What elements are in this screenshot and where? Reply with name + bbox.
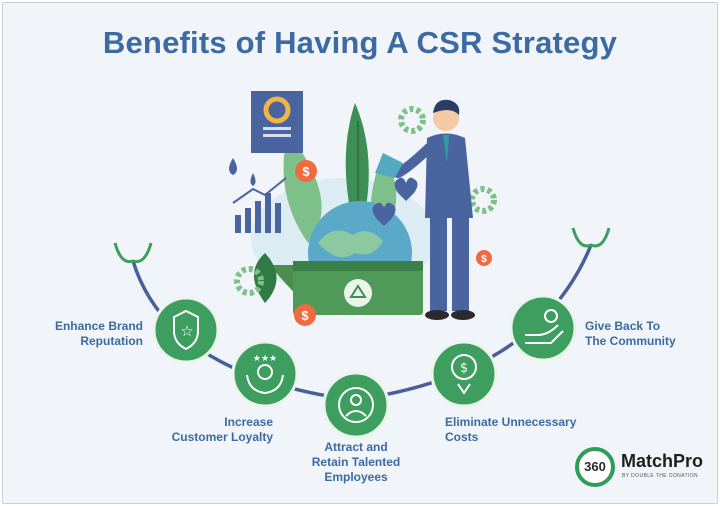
logo-tagline: BY DOUBLE THE DONATION bbox=[622, 473, 699, 479]
benefit-label-line: Give Back To bbox=[585, 319, 661, 333]
benefit-label-costs: Eliminate Unnecessary Costs bbox=[445, 415, 605, 445]
svg-text:$: $ bbox=[460, 361, 468, 376]
dollar-coin-down-icon bbox=[451, 354, 477, 380]
businessman-figure bbox=[375, 99, 475, 320]
hero-illustration: $ $ $ bbox=[229, 91, 497, 326]
hand-giving-icon bbox=[525, 324, 559, 336]
logo-badge: 360 bbox=[575, 447, 615, 487]
bar-chart-icon bbox=[232, 177, 287, 233]
page-title: Benefits of Having A CSR Strategy bbox=[102, 25, 618, 60]
benefit-circle-costs: $ bbox=[430, 340, 498, 408]
watering-can-icon bbox=[375, 153, 403, 178]
benefit-label-line: Retain Talented bbox=[311, 455, 401, 469]
person-circle-icon bbox=[338, 387, 374, 423]
gear-icon bbox=[234, 266, 264, 296]
coin-icon: $ bbox=[295, 160, 317, 182]
benefit-circle-brand: ☆ bbox=[152, 296, 220, 364]
hands-person-stars-icon bbox=[257, 364, 273, 380]
benefit-label-line: The Community bbox=[585, 334, 676, 348]
benefit-circle-community bbox=[509, 294, 577, 362]
benefit-label-line: Customer Loyalty bbox=[171, 430, 273, 444]
illustration: $ $ $ bbox=[113, 91, 611, 439]
benefit-label-line: Eliminate Unnecessary bbox=[445, 415, 577, 429]
heart-icon bbox=[394, 177, 418, 201]
benefit-label-line: Costs bbox=[445, 430, 479, 444]
shield-star-icon bbox=[173, 309, 199, 351]
benefit-label-line: Enhance Brand bbox=[54, 319, 143, 333]
sprout-left-icon bbox=[113, 242, 153, 264]
recycle-icon bbox=[349, 284, 367, 298]
droplet-icon bbox=[229, 158, 237, 175]
benefit-label-line: Increase bbox=[224, 415, 273, 429]
svg-text:★★★: ★★★ bbox=[253, 354, 277, 364]
svg-text:$: $ bbox=[301, 308, 309, 323]
benefit-label-loyalty: Increase Customer Loyalty bbox=[143, 415, 273, 445]
benefit-circle-loyalty: ★★★ bbox=[231, 340, 299, 408]
svg-text:$: $ bbox=[302, 164, 310, 179]
benefit-label-line: Reputation bbox=[80, 334, 143, 348]
benefit-label-brand: Enhance Brand Reputation bbox=[43, 319, 143, 349]
benefit-label-community: Give Back To The Community bbox=[585, 319, 705, 349]
svg-text:☆: ☆ bbox=[180, 322, 193, 340]
benefit-label-line: Attract and bbox=[324, 440, 388, 454]
benefit-label-talent: Attract and Retain Talented Employees bbox=[301, 440, 411, 485]
svg-text:$: $ bbox=[481, 254, 487, 265]
logo-name: MatchPro bbox=[621, 451, 704, 471]
sprout-right-icon bbox=[571, 227, 611, 248]
benefit-label-line: Employees bbox=[324, 470, 388, 484]
benefit-circle-talent bbox=[322, 371, 390, 439]
matchpro-logo: 360 MatchPro BY DOUBLE THE DONATION bbox=[575, 443, 715, 493]
